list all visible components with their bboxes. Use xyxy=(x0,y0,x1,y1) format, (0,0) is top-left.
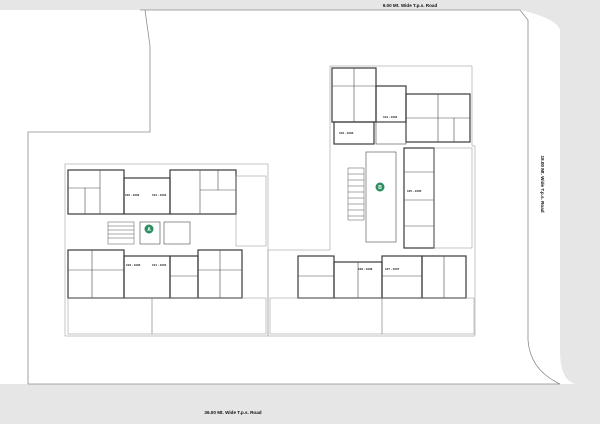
flat-tag-b-104: 104 - 1004 xyxy=(383,115,398,119)
bottom-road-label: 36.00 Mt. Wide T.p.s. Road xyxy=(204,410,261,415)
flat-tag-a-101: 101 - 1001 xyxy=(152,263,167,267)
flat-tag-b-106: 106 - 1006 xyxy=(358,267,373,271)
bottom-road xyxy=(0,384,600,424)
wing-b-block: B 103 - 1003 104 - 1004 105 - 1005 106 -… xyxy=(267,65,476,337)
flat-tag-b-105: 105 - 1005 xyxy=(407,189,422,193)
site-boundary xyxy=(27,9,561,385)
wing-a-marker: A xyxy=(147,227,151,233)
flat-tag-b-103: 103 - 1003 xyxy=(339,131,354,135)
top-road-label: 9.00 Mt. Wide T.p.s. Road xyxy=(383,3,438,8)
flat-tag-a-103: 103 - 1003 xyxy=(126,263,141,267)
wing-a-block: A 102 - 1002 104 - 1004 103 - 1003 101 -… xyxy=(64,163,269,337)
flat-tag-a-104: 104 - 1004 xyxy=(152,193,167,197)
right-road-label: 18.00 Mt. Wide T.p.s. Road xyxy=(540,155,545,212)
wing-b-marker: B xyxy=(378,185,382,191)
right-road xyxy=(520,10,600,384)
top-road xyxy=(0,0,600,10)
flat-tag-b-107: 107 - 1007 xyxy=(385,267,400,271)
flat-tag-a-102: 102 - 1002 xyxy=(125,193,140,197)
